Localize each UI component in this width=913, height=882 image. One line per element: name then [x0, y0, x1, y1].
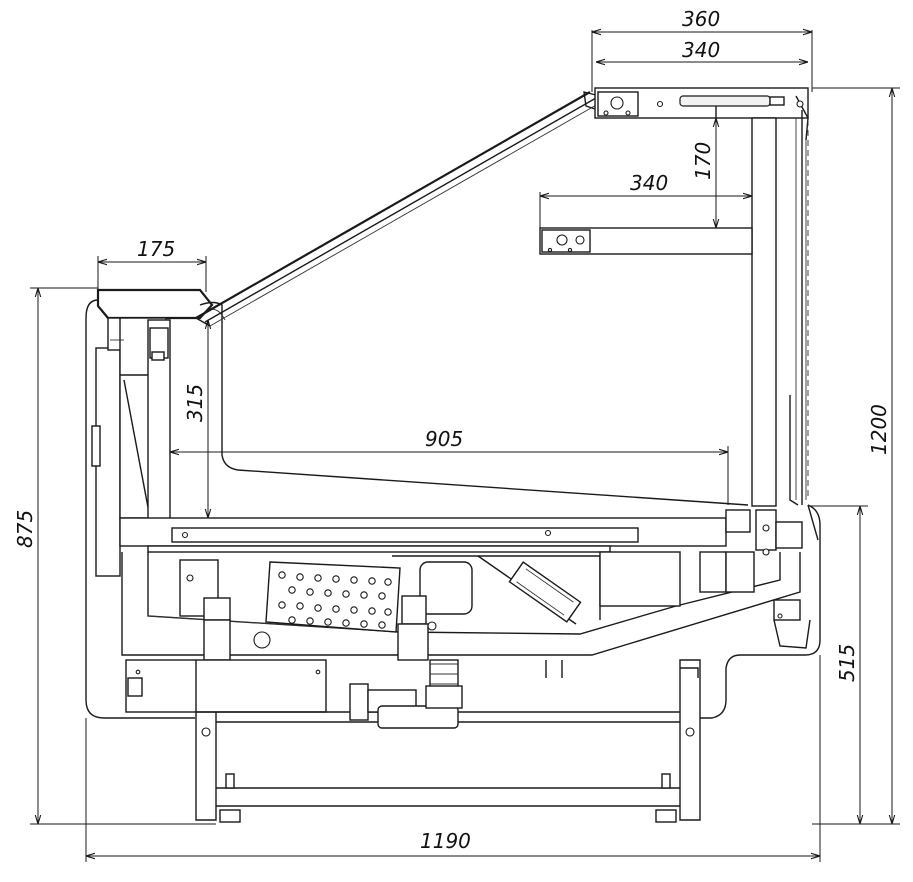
dim-rear-height: 315 — [183, 384, 207, 422]
base-stand — [125, 659, 701, 823]
dim-counter-height: 875 — [13, 510, 37, 548]
dim-overall-height: 1200 — [867, 404, 891, 455]
fan-grille-holes — [278, 571, 392, 629]
dim-shelf-depth: 340 — [630, 171, 668, 195]
dim-base-height: 515 — [835, 644, 859, 682]
dim-top-width-outer: 360 — [682, 7, 720, 31]
rear-wall — [91, 317, 171, 577]
cabinet-outline — [85, 288, 821, 719]
front-pillar — [751, 110, 809, 507]
canopy-glass — [195, 91, 601, 327]
dim-top-width-inner: 340 — [682, 38, 720, 62]
dim-shelf-height: 170 — [691, 142, 715, 180]
display-deck — [119, 504, 819, 556]
dimension-lines — [30, 30, 900, 862]
dim-overall-depth: 1190 — [420, 829, 471, 853]
dim-top-ledge: 175 — [137, 237, 175, 261]
evaporator-tray — [121, 551, 811, 661]
upper-shelf — [539, 227, 753, 255]
top-profile — [594, 87, 809, 141]
dim-deck-depth: 905 — [425, 427, 463, 451]
